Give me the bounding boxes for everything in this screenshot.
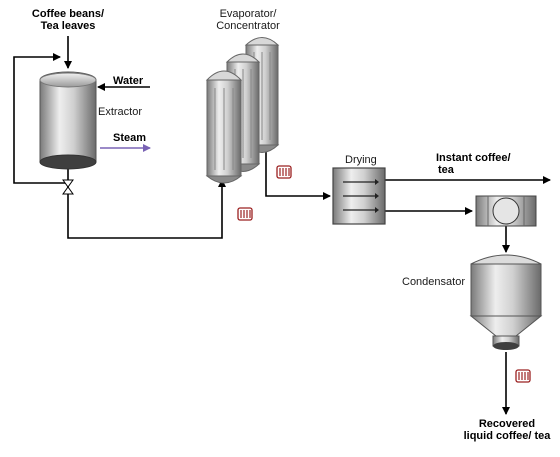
evaporator-label-line1: Evaporator/ <box>219 8 277 20</box>
concentrate-line <box>265 150 331 200</box>
extractor-vessel <box>39 71 97 170</box>
pump-icon <box>515 369 531 383</box>
valve-icon <box>62 179 74 195</box>
instant-product-label: Instant coffee/ tea <box>436 152 511 176</box>
recovered-label-line1: Recovered <box>478 418 536 430</box>
pump-icon <box>237 207 253 221</box>
extract-line <box>67 168 226 239</box>
water-label: Water <box>113 75 144 87</box>
condensator-vessel <box>469 254 543 350</box>
extractor-label: Extractor <box>98 106 143 118</box>
feed-label-line2: Tea leaves <box>40 20 96 32</box>
recovered-label: Recovered liquid coffee/ tea <box>452 418 560 442</box>
evaporator-label: Evaporator/ Concentrator <box>205 8 291 32</box>
evaporator-vessels <box>205 37 280 184</box>
pump-icon <box>276 165 292 179</box>
feed-label: Coffee beans/ Tea leaves <box>22 8 114 32</box>
evaporator-label-line2: Concentrator <box>216 20 280 32</box>
instant-label-line2: tea <box>438 164 454 176</box>
steam-label: Steam <box>113 132 147 144</box>
drying-label: Drying <box>345 154 377 166</box>
recovered-label-line2: liquid coffee/ tea <box>463 430 551 442</box>
instant-label-line1: Instant coffee/ <box>436 152 511 164</box>
dryer-unit <box>332 167 386 225</box>
recycle-loop <box>13 53 68 184</box>
feed-label-line1: Coffee beans/ <box>31 8 105 20</box>
cyclone-separator <box>475 195 537 227</box>
condensator-label: Condensator <box>402 276 465 288</box>
